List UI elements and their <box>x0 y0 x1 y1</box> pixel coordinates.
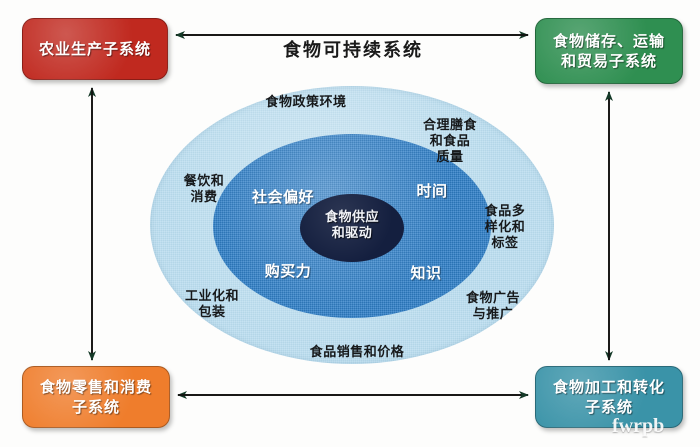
node-label-storage: 食物储存、运输 和贸易子系统 <box>552 31 665 70</box>
ring-label-purchasing-power: 购买力 <box>264 262 312 280</box>
ring-label-food-policy-environment: 食物政策环境 <box>265 95 347 110</box>
ring-label-food-diversification-labeling: 食品多 样化和 标签 <box>484 204 526 251</box>
ring-label-catering-consumption: 餐饮和 消费 <box>183 174 225 205</box>
ring-label-food-advertising-promotion: 食物广告 与推广 <box>465 291 520 322</box>
node-retail-consumption-subsystem[interactable]: 食物零售和消费 子系统 <box>22 366 170 428</box>
ring-inner-food-supply <box>300 194 404 262</box>
node-label-retail: 食物零售和消费 子系统 <box>39 377 152 416</box>
node-processing-transformation-subsystem[interactable]: 食物加工和转化 子系统 <box>535 366 683 428</box>
ring-label-industrialization-packaging: 工业化和 包装 <box>184 289 239 320</box>
diagram-title: 食物可持续系统 <box>283 40 423 61</box>
ring-label-food-supply-and-drive: 食物供应 和驱动 <box>324 210 379 241</box>
watermark: fwrpb <box>612 415 665 437</box>
node-label-agriculture: 农业生产子系统 <box>38 39 151 58</box>
node-label-processing: 食物加工和转化 子系统 <box>552 377 665 416</box>
ring-label-reasonable-diet-food-quality: 合理膳食 和食品 质量 <box>422 118 477 165</box>
ring-label-knowledge: 知识 <box>410 264 442 282</box>
ring-label-food-sales-prices: 食品销售和价格 <box>309 345 405 360</box>
ring-label-social-preference: 社会偏好 <box>251 188 314 206</box>
node-storage-transport-trade-subsystem[interactable]: 食物储存、运输 和贸易子系统 <box>535 18 683 84</box>
ring-label-time: 时间 <box>416 182 448 200</box>
node-agricultural-production-subsystem[interactable]: 农业生产子系统 <box>22 18 168 80</box>
